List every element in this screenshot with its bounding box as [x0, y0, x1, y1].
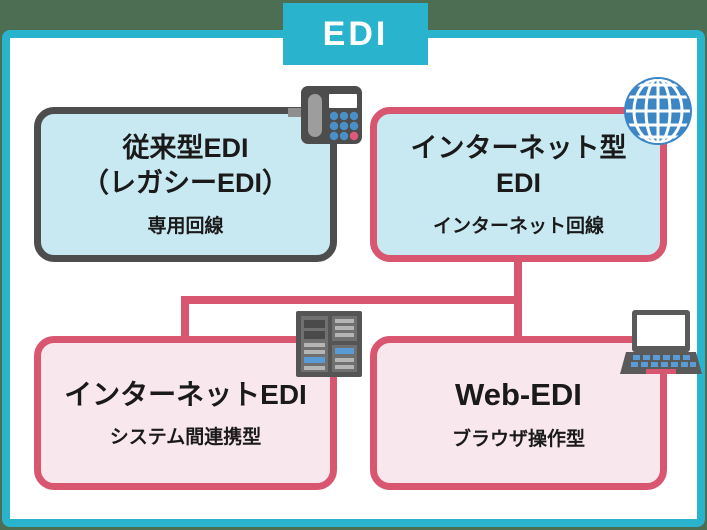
- title-line: （レガシーEDI）: [81, 168, 289, 198]
- box-internet-edi-subtitle: システム間連携型: [109, 427, 262, 449]
- connector-line-cross: [181, 296, 522, 304]
- box-legacy-edi: 従来型EDI （レガシーEDI） 専用回線: [34, 107, 337, 262]
- box-internet-type-edi-title: インターネット型 EDI: [411, 131, 627, 200]
- box-legacy-edi-title: 従来型EDI （レガシーEDI）: [82, 131, 289, 200]
- connector-line-right: [514, 300, 522, 340]
- box-legacy-edi-subtitle: 専用回線: [147, 215, 224, 237]
- title-line: 従来型EDI: [122, 133, 249, 164]
- connector-line-top: [514, 258, 522, 300]
- title-line: EDI: [495, 168, 541, 198]
- title-line: Web-EDI: [455, 376, 582, 412]
- title-line: インターネット型: [410, 133, 627, 164]
- box-internet-type-edi: インターネット型 EDI インターネット回線: [370, 107, 667, 262]
- title-line: インターネットEDI: [64, 378, 307, 410]
- box-internet-edi-title: インターネットEDI: [64, 377, 307, 413]
- box-web-edi-subtitle: ブラウザ操作型: [451, 429, 585, 451]
- connector-line-left: [181, 300, 189, 340]
- box-internet-type-edi-subtitle: インターネット回線: [432, 215, 604, 237]
- globe-icon: [622, 75, 694, 147]
- box-web-edi: Web-EDI ブラウザ操作型: [370, 336, 667, 490]
- server-rack-icon: [296, 311, 362, 377]
- box-internet-edi: インターネットEDI システム間連携型: [34, 336, 337, 490]
- desk-phone-icon: [288, 86, 364, 148]
- diagram-title: EDI: [283, 3, 428, 65]
- laptop-icon: [620, 310, 702, 380]
- box-web-edi-title: Web-EDI: [455, 375, 582, 415]
